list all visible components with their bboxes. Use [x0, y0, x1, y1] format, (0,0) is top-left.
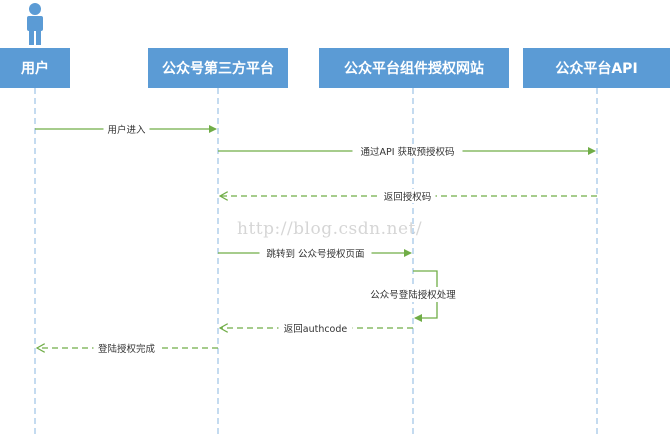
participant-label-user: 用户	[21, 60, 49, 77]
message-label-bg-3	[259, 246, 372, 260]
message-label-bg-2	[379, 189, 436, 203]
participant-box-user	[0, 48, 70, 88]
participant-box-api	[523, 48, 670, 88]
user-actor-icon	[27, 3, 43, 45]
message-label-bg-4	[365, 287, 461, 302]
message-label-5: 返回authcode	[284, 323, 348, 335]
participant-box-site	[319, 48, 509, 88]
message-label-1: 通过API 获取预授权码	[360, 146, 454, 158]
participant-label-third: 公众号第三方平台	[162, 60, 274, 77]
participant-label-api: 公众平台API	[555, 60, 637, 77]
watermark: http://blog.csdn.net/	[237, 219, 422, 239]
message-label-bg-1	[352, 144, 463, 158]
message-label-bg-0	[103, 122, 150, 136]
message-label-bg-5	[278, 321, 353, 335]
participant-box-third	[148, 48, 288, 88]
message-label-bg-6	[93, 341, 160, 355]
message-label-3: 跳转到 公众号授权页面	[266, 248, 364, 260]
participant-label-site: 公众平台组件授权网站	[344, 60, 484, 77]
message-label-0: 用户进入	[107, 124, 146, 136]
message-label-6: 登陆授权完成	[98, 343, 156, 355]
message-label-2: 返回授权码	[384, 191, 432, 203]
message-label-4: 公众号登陆授权处理	[370, 289, 456, 301]
